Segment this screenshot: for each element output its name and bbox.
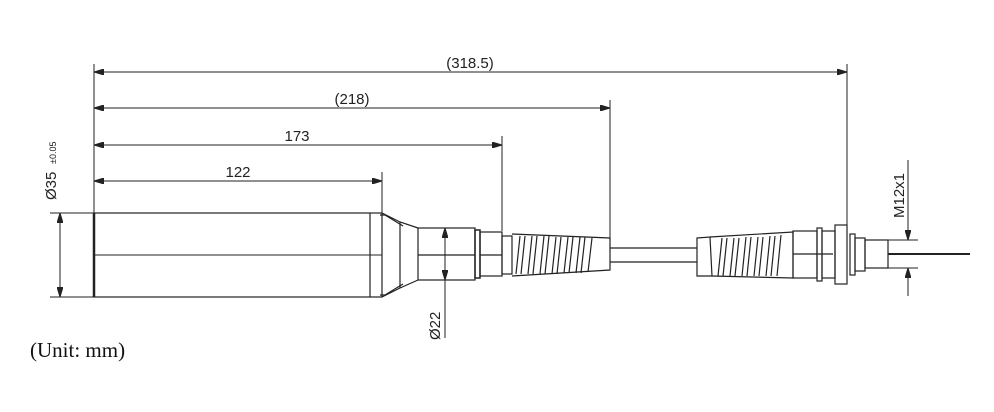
dim-overall-label: (318.5)	[446, 55, 494, 72]
sensor-body	[92, 212, 503, 298]
dim-thread-label: M12x1	[891, 173, 908, 218]
dimension-lines	[60, 72, 908, 338]
strain-relief-spring	[501, 233, 611, 277]
unit-label: (Unit: mm)	[30, 338, 126, 362]
dim-122-label: 122	[225, 164, 250, 181]
cable	[610, 247, 697, 263]
dim-d22-label: Ø22	[427, 312, 444, 340]
dim-d35-label: Ø35	[43, 172, 60, 200]
m12-connector	[792, 224, 970, 285]
connector-spring	[696, 231, 794, 279]
dim-d35-tolerance: ±0.05	[48, 142, 58, 164]
dim-173-label: 173	[284, 128, 309, 145]
dim-218-label: (218)	[334, 91, 369, 108]
